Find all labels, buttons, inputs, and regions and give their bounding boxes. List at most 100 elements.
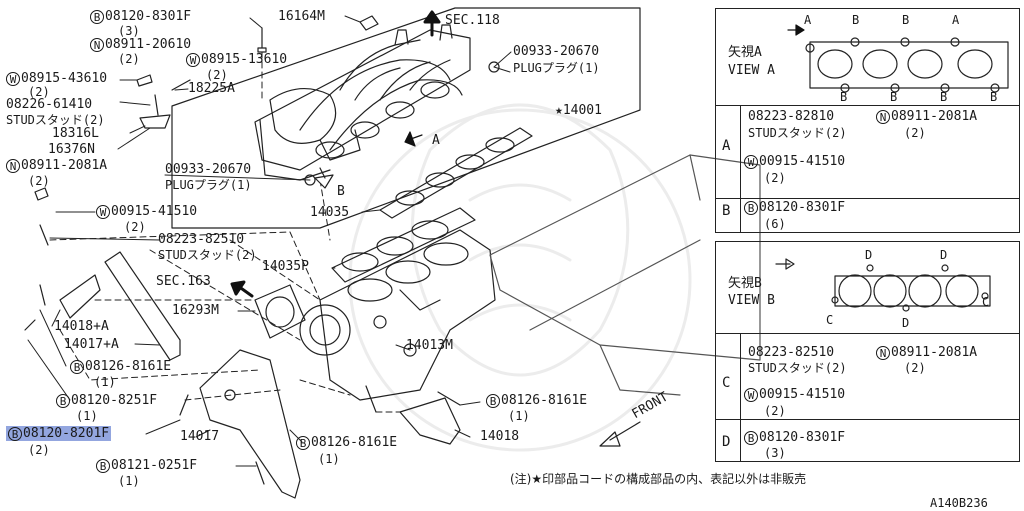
view-b-letter-3: C [982,295,990,309]
lower-manifold [299,229,496,401]
cylinder-head [489,154,761,396]
view-a-title: 矢視A [728,45,762,60]
label-18316L: 18316L [52,126,99,141]
view-a-letter-4: A [952,13,960,27]
desc-stud-08226-61410: STUDスタッド(2) [6,113,105,127]
view-b-row-c-line2: STUDスタッド(2) [748,361,847,375]
view-a-letter-2: B [852,13,860,27]
qty-w-08915-43610: (2) [28,85,50,99]
leader-lines [27,15,512,467]
label-14035: 14035 [310,205,350,220]
view-b-key-c: C [722,375,731,391]
view-b-row-d-line2: (3) [764,446,786,460]
qty-w-08915-13610: (2) [206,68,228,82]
label-arrow-b: B [337,184,345,199]
label-18225A: 18225A [188,81,235,96]
qty-b-08121-0251F: (1) [118,474,140,488]
label-14013M: 14013M [406,338,453,353]
qty-b-08120-8201F: (2) [28,443,50,457]
label-14017: 14017 [180,429,220,444]
view-a-row-b [716,198,1019,232]
gasket-14035 [379,127,533,219]
view-a-letter-5: B [840,90,848,104]
desc-plug-left: PLUGプラグ(1) [165,178,252,192]
view-b-gasket [831,264,991,312]
view-a-row-a-line2: STUDスタッド(2) [748,126,847,140]
view-a-row-a-line1: 08223-82810 [748,109,835,124]
qty-b-08126-8161E-c: (1) [508,409,530,423]
qty-n-08911-2081A: (2) [28,174,50,188]
label-16164M: 16164M [278,9,325,24]
label-arrow-a: A [432,133,440,148]
arrows [230,10,805,447]
qty-n-08911-20610: (2) [118,52,140,66]
view-b-letter-2: D [940,248,948,262]
upper-collector-frame [171,7,641,229]
label-plug-00933-20670-left: 00933-20670 [165,162,252,177]
view-b-letter-5: D [902,316,910,330]
upper-collector [254,24,500,186]
view-a-key-b: B [722,203,731,219]
label-14017A: 14017+A [64,337,119,352]
view-b-letter-4: C [826,313,834,327]
view-b-subtitle: VIEW B [728,293,775,308]
desc-plug-right: PLUGプラグ(1) [513,61,600,75]
label-star-14001: ★14001 [555,103,602,118]
view-a-row-b-line2: (6) [764,217,786,231]
view-b-row-c [716,333,1019,419]
view-b-row-c-line4: (2) [764,404,786,418]
view-b-row-c-line2b: (2) [904,361,926,375]
qty-b-08126-8161E-b: (1) [318,452,340,466]
fasteners [24,15,461,485]
view-a-key-a: A [722,138,731,154]
view-b-letter-1: D [865,248,873,262]
label-plug-00933-20670-right: 00933-20670 [513,44,600,59]
label-14035P: 14035P [262,259,309,274]
view-a-letter-7: B [940,90,948,104]
qty-w-00915-41510: (2) [124,220,146,234]
label-14018A: 14018+A [54,319,109,334]
view-b-key-d: D [722,434,731,450]
label-sec-163: SEC.163 [156,274,211,289]
view-a-letter-8: B [990,90,998,104]
label-stud-08223-82510: 08223-82510 [158,232,245,247]
view-a-table [715,8,1020,233]
view-b-row-d [716,419,1019,461]
view-a-letter-3: B [902,13,910,27]
view-a-gasket [805,37,1009,93]
qty-b-08120-8251F: (1) [76,409,98,423]
qty-b-08126-8161E-a: (1) [94,375,116,389]
view-a-row-a-line4: (2) [764,171,786,185]
desc-stud-08223-82510: STUDスタッド(2) [158,248,257,262]
bracket-14018 [399,397,461,445]
label-sec-118: SEC.118 [445,13,500,28]
view-b-row-c-line1: 08223-82510 [748,345,835,360]
dashed-guides [49,51,401,413]
label-14018: 14018 [480,429,520,444]
view-b-title: 矢視B [728,276,762,291]
view-a-letter-1: A [804,13,812,27]
gasket-14035P [331,207,476,283]
label-16293M: 16293M [172,303,219,318]
qty-b-08120-8301F: (3) [118,24,140,38]
figure-id: A140B236 [930,496,988,510]
view-b-colsep [740,333,741,461]
gasket-16293M [254,284,306,339]
view-a-row-a-line2b: (2) [904,126,926,140]
view-a-letter-6: B [890,90,898,104]
label-stud-08226-61410: 08226-61410 [6,97,93,112]
